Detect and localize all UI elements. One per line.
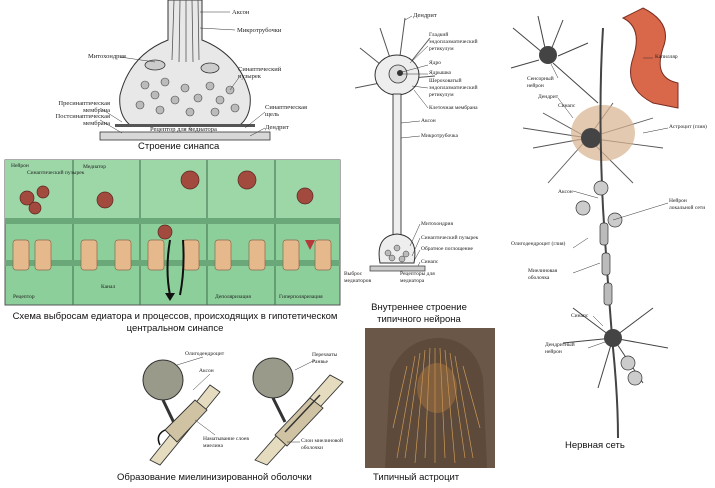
neuron-label-synapse: Синапс (421, 259, 438, 266)
synapse-label-receptor: Рецептор для медиатора (150, 126, 217, 133)
network-label-synapse: Синапс (558, 103, 575, 110)
astrocyte-micrograph (365, 328, 495, 468)
caption-myelin: Образование миелинизированной оболочки (117, 472, 312, 483)
synapse-label-vesicle: Синаптический пузырек (238, 66, 293, 80)
network-label-capillary: Капилляр (655, 54, 678, 61)
scheme-label-neuron: Нейрон (11, 163, 29, 170)
synapse-label-postsynaptic: Постсинаптическая мембрана (40, 113, 110, 127)
myelin-label-wrapping: Наматывание слоев миелина (203, 436, 258, 450)
scheme-label-mediator: Медиатор (83, 164, 106, 171)
myelin-label-axon: Аксон (199, 368, 214, 375)
neuron-label-rough-er: Шероховатый эндоплазматический ретикулум (429, 78, 497, 99)
synapse-label-presynaptic: Пресинаптическая мембрана (50, 100, 110, 114)
neuron-label-cell-membrane: Клеточная мембрана (429, 105, 478, 112)
neuron-label-release: Выброс медиаторов (344, 271, 384, 285)
network-label-axon: Аксон (558, 189, 573, 196)
neuron-label-reuptake: Обратное поглощение (421, 246, 473, 253)
neuron-label-microtubule: Микротрубочка (421, 133, 458, 140)
network-label-local-neuron: Нейрон локальной сети (669, 198, 711, 212)
myelin-label-ranvier: Перехваты Ранвье (312, 352, 352, 366)
synapse-label-dendrite: Дендрит (265, 124, 289, 131)
scheme-label-depolarization: Деполяризация (215, 294, 251, 301)
synapse-label-microtubules: Микротрубочки (237, 27, 281, 34)
neuron-label-receptors: Рецепторы для медиатора (400, 271, 460, 285)
astrocyte-panel: Типичный астроцит (365, 328, 500, 488)
neuron-panel: Дендрит Гладкий эндоплазматический ретик… (340, 8, 500, 328)
synapse-panel: Аксон Микротрубочки Митохондрия Синаптич… (60, 0, 310, 160)
synapse-label-axon: Аксон (232, 9, 249, 16)
network-label-astrocyte: Астроцит (глия) (669, 124, 709, 131)
caption-astrocyte: Типичный астроцит (373, 472, 459, 483)
synapse-label-mitochondria: Митохондрия (88, 53, 126, 60)
scheme-illustration (5, 160, 340, 305)
neuron-label-nucleolus: Ядрышко (429, 70, 451, 77)
network-illustration (503, 8, 713, 438)
scheme-label-receptor: Рецептор (13, 294, 35, 301)
scheme-panel: Нейрон Синаптический пузырек Медиатор Ре… (5, 160, 340, 335)
caption-network: Нервная сеть (565, 440, 625, 451)
network-panel: Капилляр Сенсорный нейрон Дендрит Синапс… (503, 8, 713, 458)
neuron-label-nucleus: Ядро (429, 60, 441, 67)
scheme-label-inhibition: Гиперполяризация (279, 294, 323, 301)
network-label-myelin: Миелиновая оболочка (528, 268, 573, 282)
synapse-label-cleft: Синаптическая щель (265, 104, 310, 118)
neuron-label-dendrite: Дендрит (413, 12, 437, 19)
caption-synapse: Строение синапса (138, 141, 219, 152)
neuron-label-mitochondria: Митохондрия (421, 221, 453, 228)
neuron-label-axon: Аксон (421, 118, 436, 125)
neuron-label-synaptic-vesicle: Синаптический пузырек (421, 235, 478, 242)
caption-scheme: Схема выбросам едиатора и процессов, про… (10, 311, 340, 335)
myelin-panel: Олигодендроцит Аксон Перехваты Ранвье На… (115, 350, 355, 488)
network-label-sensory: Сенсорный нейрон (527, 76, 567, 90)
myelin-label-layers: Слои миелиновой оболочки (301, 438, 351, 452)
network-label-dendritic-neuron: Дендритный нейрон (545, 342, 590, 356)
network-label-oligo: Олигодендроцит (глия) (511, 241, 573, 248)
scheme-label-vesicle: Синаптический пузырек (27, 170, 84, 177)
neuron-label-smooth-er: Гладкий эндоплазматический ретикулум (429, 32, 497, 53)
network-label-synapse2: Синапс (571, 313, 588, 320)
caption-neuron: Внутреннее строение типичного нейрона (354, 302, 484, 326)
myelin-label-oligo: Олигодендроцит (185, 351, 224, 358)
network-label-dendrite: Дендрит (538, 94, 558, 101)
scheme-label-channel: Канал (101, 284, 115, 291)
